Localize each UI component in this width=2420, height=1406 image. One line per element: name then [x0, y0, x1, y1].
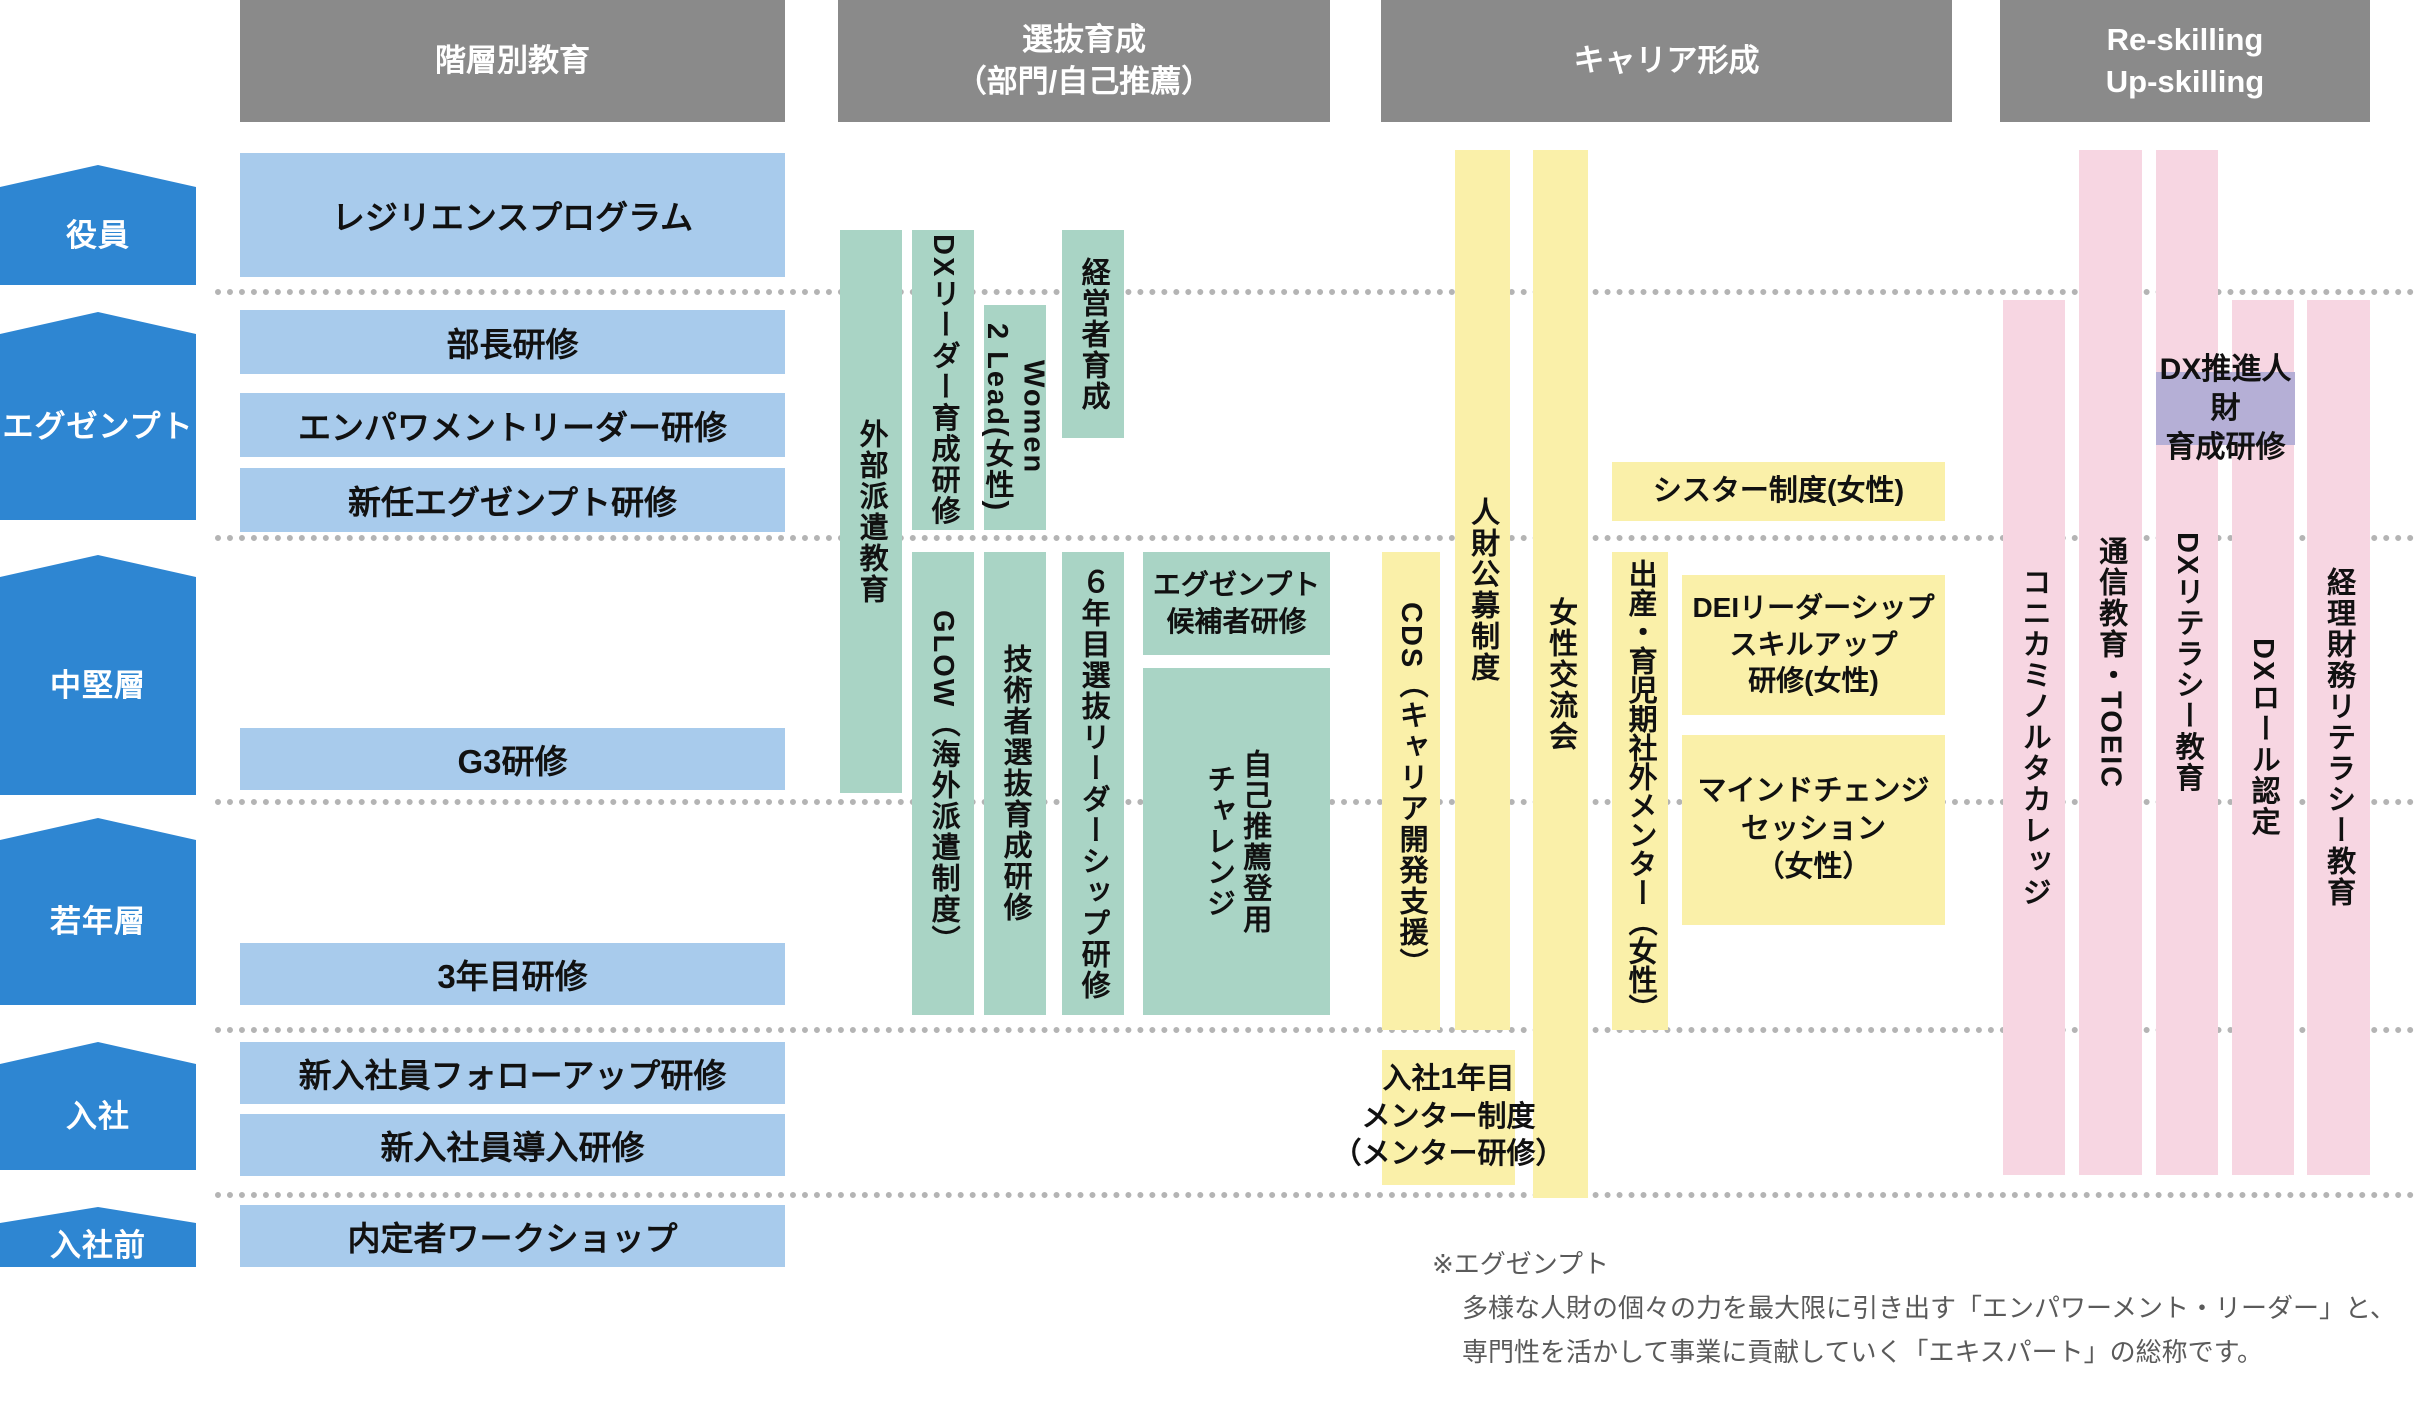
bar-glow: GLOW（海外派遣制度） [912, 552, 974, 1015]
row-divider [215, 1027, 2415, 1033]
program-box-empowerment-leader: エンパワメントリーダー研修 [240, 393, 785, 457]
program-box-new-exempt: 新任エグゼンプト研修 [240, 468, 785, 532]
box-exempt-candidate: エグゼンプト 候補者研修 [1143, 552, 1330, 655]
level-officers: 役員 [0, 165, 196, 285]
header-reskilling-upskilling: Re-skilling Up-skilling [2000, 0, 2370, 122]
header-selective-development: 選抜育成 （部門/自己推薦） [838, 0, 1330, 122]
bar-correspondence-toeic: 通信教育・TOEIC [2079, 150, 2142, 1175]
level-mid-career: 中堅層 [0, 555, 196, 795]
header-hierarchy-training: 階層別教育 [240, 0, 785, 122]
level-young-employees: 若年層 [0, 818, 196, 1005]
row-divider [215, 289, 2415, 295]
bar-executive-development: 経営者育成 [1062, 230, 1124, 438]
level-exempt: エグゼンプト [0, 312, 196, 520]
box-self-nomination-challenge: 自己推薦登用 チャレンジ [1143, 668, 1330, 1015]
bar-internal-job-posting: 人財公募制度 [1455, 150, 1510, 1030]
row-divider [215, 535, 2415, 541]
program-box-newhire-followup: 新入社員フォローアップ研修 [240, 1042, 785, 1104]
header-career-development: キャリア形成 [1381, 0, 1952, 122]
bar-konicaminolta-college: コニカミノルタカレッジ [2003, 300, 2065, 1175]
program-box-resilience: レジリエンスプログラム [240, 153, 785, 277]
bar-external-dispatch: 外部派遣教育 [840, 230, 902, 793]
bar-6th-year-leadership: ６年目選抜リーダーシップ研修 [1062, 552, 1124, 1015]
program-box-3rd-year: 3年目研修 [240, 943, 785, 1005]
footnote-line: 多様な人財の個々の力を最大限に引き出す「エンパワーメント・リーダー」と、 [1462, 1293, 2396, 1323]
program-box-newhire-intro: 新入社員導入研修 [240, 1114, 785, 1176]
box-first-year-mentor: 入社1年目 メンター制度 （メンター研修） [1333, 1050, 1565, 1185]
bar-dx-role-certification: DXロール認定 [2232, 300, 2294, 1175]
program-box-bucho: 部長研修 [240, 310, 785, 374]
bar-engineer-selective: 技術者選抜育成研修 [984, 552, 1046, 1015]
bar-cds-career-support: CDS（キャリア開発支援） [1382, 552, 1440, 1030]
footnote-title: ※エグゼンプト [1432, 1249, 1610, 1279]
level-new-hires: 入社 [0, 1042, 196, 1170]
level-pre-hire: 入社前 [0, 1207, 196, 1267]
program-box-g3: G3研修 [240, 728, 785, 790]
overlay-dx-talent-training: DX推進人財 育成研修 [2156, 353, 2295, 464]
bar-accounting-finance-literacy: 経理財務リテラシー教育 [2307, 300, 2370, 1175]
bar-dx-leader: DXリーダー育成研修 [912, 230, 974, 530]
bar-maternity-external-mentor: 出産・育児期社外メンター（女性） [1612, 552, 1668, 1030]
footnote-line: 専門性を活かして事業に貢献していく「エキスパート」の総称です。 [1462, 1337, 2264, 1367]
program-box-prehire-workshop: 内定者ワークショップ [240, 1205, 785, 1267]
row-divider [215, 1192, 2415, 1198]
bar-women2lead: Women 2 Lead(女性) [981, 305, 1049, 530]
box-dei-leadership-skillup: DEIリーダーシップ スキルアップ 研修(女性) [1682, 575, 1945, 715]
bar-dx-literacy: DXリテラシー教育 [2156, 150, 2218, 1175]
footnote: ※エグゼンプト 多様な人財の個々の力を最大限に引き出す「エンパワーメント・リーダ… [1432, 1242, 2396, 1374]
box-sister-system: シスター制度(女性) [1612, 462, 1945, 521]
bar-women-exchange: 女性交流会 [1533, 150, 1588, 1198]
box-mindchange-session: マインドチェンジ セッション （女性） [1682, 735, 1945, 925]
